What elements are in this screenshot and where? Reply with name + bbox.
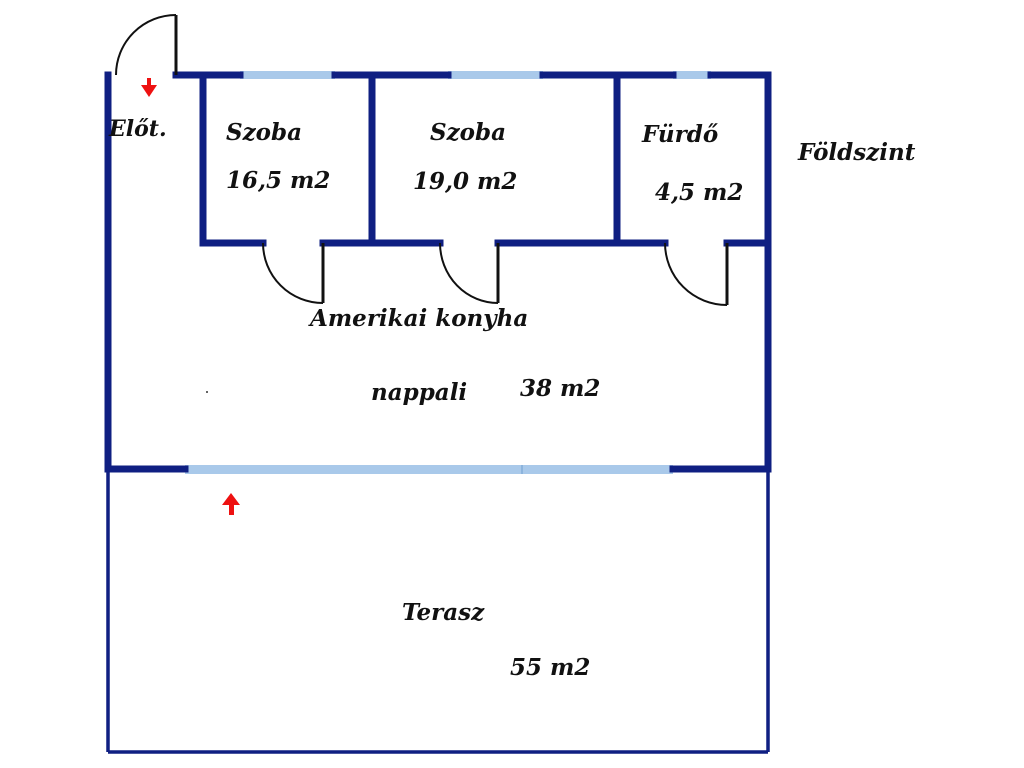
door-szoba2 xyxy=(439,242,500,304)
terrace-outline xyxy=(106,469,770,754)
level-label: Földszint xyxy=(797,139,916,166)
nappali-area: 38 m2 xyxy=(520,375,600,402)
door-szoba1 xyxy=(262,242,325,304)
arrow-up-icon xyxy=(222,493,240,515)
terasz-name: Terasz xyxy=(402,599,485,626)
szoba2-name: Szoba xyxy=(430,119,506,146)
szoba2-area: 19,0 m2 xyxy=(413,168,517,195)
entrance-door xyxy=(115,14,178,76)
door-szoba1-arc-icon xyxy=(262,242,324,304)
window-furdo xyxy=(673,71,711,79)
stray-dot xyxy=(206,391,208,393)
door-szoba2-arc-icon xyxy=(439,242,499,304)
eloter-label: Előt. xyxy=(108,116,167,142)
entry-arrows xyxy=(141,78,240,515)
window-szoba1 xyxy=(240,71,335,79)
windows xyxy=(185,71,711,474)
szoba1-name: Szoba xyxy=(226,119,302,146)
doors xyxy=(115,14,729,306)
door-furdo xyxy=(664,242,729,306)
labels: Előt. Szoba 16,5 m2 Szoba 19,0 m2 Fürdő … xyxy=(108,116,916,681)
door-furdo-arc-icon xyxy=(664,242,728,306)
window-terrace-door xyxy=(185,465,673,474)
furdo-area: 4,5 m2 xyxy=(655,179,743,206)
walls xyxy=(104,71,772,473)
szoba1-area: 16,5 m2 xyxy=(226,167,330,194)
nappali-name-line1: Amerikai konyha xyxy=(308,305,528,332)
entrance-door-arc-icon xyxy=(115,14,177,76)
furdo-name: Fürdő xyxy=(641,121,718,148)
arrow-down-icon xyxy=(141,78,157,97)
nappali-name-line2: nappali xyxy=(371,379,467,406)
window-szoba2 xyxy=(448,71,543,79)
terasz-area: 55 m2 xyxy=(510,654,590,681)
